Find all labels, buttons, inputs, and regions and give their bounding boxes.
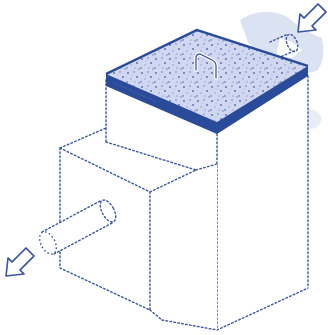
- outflow-arrow-icon: [6, 248, 34, 276]
- inflow-arrow-icon: [298, 4, 326, 32]
